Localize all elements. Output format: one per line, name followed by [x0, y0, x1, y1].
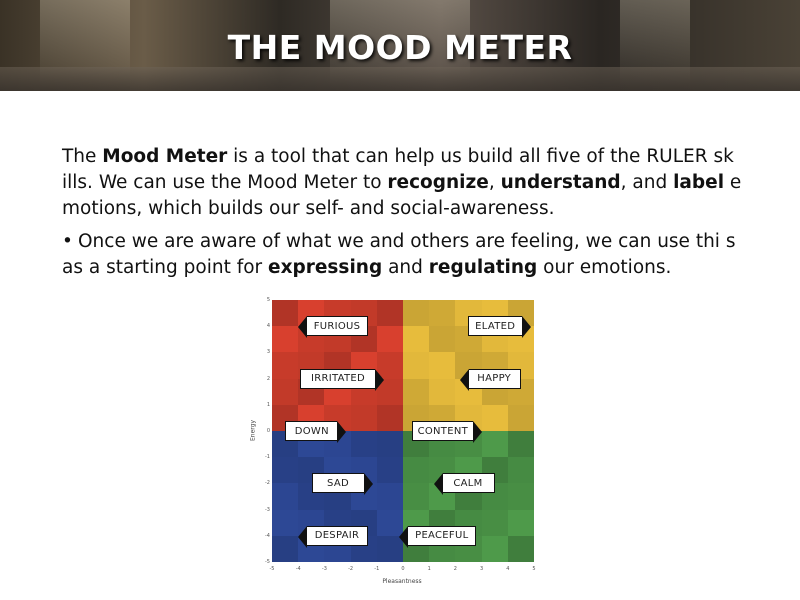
y-tick-label: 0 — [266, 428, 270, 434]
x-tick-label: 4 — [506, 566, 510, 572]
grid-cell — [403, 483, 430, 510]
y-tick-label: 4 — [266, 323, 270, 330]
grid-cell — [376, 509, 403, 536]
grid-cell — [272, 457, 299, 484]
x-tick-label: 3 — [480, 566, 484, 572]
y-tick-label: -4 — [265, 532, 270, 539]
x-tick-label: 5 — [532, 566, 536, 572]
grid-cell — [429, 326, 456, 353]
grid-cell — [350, 404, 377, 431]
bold-term: recognize — [387, 172, 489, 193]
grid-cell — [272, 483, 299, 510]
bold-term: regulating — [428, 257, 538, 278]
y-tick-label: 2 — [266, 375, 270, 382]
bullet-dot: • — [62, 231, 73, 252]
bold-term: Mood Meter — [102, 146, 228, 167]
x-tick-label: -5 — [269, 566, 275, 572]
y-tick-label: -1 — [265, 454, 270, 461]
x-tick-label: 0 — [401, 566, 405, 572]
grid-cell — [507, 431, 534, 458]
grid-cell — [376, 535, 403, 562]
x-axis-label: Pleasantness — [382, 578, 422, 585]
emotion-label-down: DOWN — [285, 421, 347, 443]
text-run: our emotions. — [537, 257, 672, 278]
grid-cell — [272, 535, 299, 562]
emotion-label-content: CONTENT — [411, 421, 482, 443]
grid-cell — [403, 378, 430, 405]
x-tick-label: -1 — [374, 566, 380, 572]
x-tick-label: 1 — [427, 566, 431, 572]
text-run: The — [62, 146, 103, 167]
intro-paragraph: The Mood Meter is a tool that can help u… — [62, 144, 742, 222]
x-tick-label: -2 — [348, 566, 354, 572]
y-tick-label: 1 — [266, 401, 270, 408]
text-run: Once we are aware of what we and others … — [62, 231, 736, 278]
grid-cell — [429, 300, 456, 327]
bold-term: expressing — [268, 257, 383, 278]
header-banner: THE MOOD METER — [0, 0, 800, 91]
text-run: and — [382, 257, 429, 278]
y-tick-label: -5 — [265, 559, 270, 565]
grid-cell — [481, 509, 508, 536]
y-tick-label: -3 — [265, 506, 270, 513]
y-tick-label: -2 — [265, 480, 270, 487]
emotion-label-calm: CALM — [433, 473, 495, 496]
emotion-label-elated: ELATED — [467, 316, 531, 339]
bullet-point: •Once we are aware of what we and others… — [62, 229, 752, 281]
emotion-label-happy: HAPPY — [459, 368, 521, 391]
grid-cell — [272, 300, 299, 327]
bold-term: label — [673, 172, 725, 193]
grid-cell — [376, 457, 403, 484]
grid-cell — [507, 404, 534, 431]
y-tick-label: 5 — [266, 297, 270, 303]
grid-cell — [507, 457, 534, 484]
grid-cell — [403, 352, 430, 379]
grid-cell — [376, 300, 403, 327]
grid-cell — [429, 378, 456, 405]
y-axis-label: Energy — [249, 420, 257, 442]
grid-cell — [272, 378, 299, 405]
x-tick-label: -4 — [295, 566, 301, 572]
grid-cell — [376, 431, 403, 458]
grid-cell — [507, 535, 534, 562]
y-tick-label: 3 — [266, 349, 270, 356]
grid-cell — [376, 483, 403, 510]
text-run: e motions, which builds our self- and so… — [62, 172, 742, 219]
grid-cell — [376, 326, 403, 353]
grid-cell — [481, 404, 508, 431]
grid-cell — [507, 509, 534, 536]
grid-cell — [272, 352, 299, 379]
grid-cell — [481, 535, 508, 562]
grid-cell — [350, 431, 377, 458]
grid-cell — [481, 431, 508, 458]
grid-cell — [403, 457, 430, 484]
text-run: , and — [620, 172, 674, 193]
x-tick-label: 2 — [453, 566, 457, 572]
grid-cell — [272, 509, 299, 536]
bold-term: understand — [500, 172, 621, 193]
hallway-floor — [0, 67, 800, 91]
mood-meter-grid — [272, 300, 534, 562]
grid-cell — [272, 326, 299, 353]
text-run: is a tool that can help us build all fiv… — [62, 146, 734, 193]
slide-title: THE MOOD METER — [227, 28, 573, 67]
emotion-label-peaceful: PEACEFUL — [399, 525, 477, 548]
emotion-label-despair: DESPAIR — [298, 525, 368, 548]
x-tick-label: -3 — [321, 566, 327, 572]
emotion-label-sad: SAD — [311, 473, 373, 496]
emotion-label-irritated: IRRITATED — [300, 368, 384, 391]
grid-cell — [429, 352, 456, 379]
text-run: , — [488, 172, 501, 193]
emotion-label-furious: FURIOUS — [298, 316, 368, 339]
grid-cell — [376, 404, 403, 431]
grid-cell — [403, 300, 430, 327]
grid-cell — [507, 483, 534, 510]
grid-cell — [403, 326, 430, 353]
